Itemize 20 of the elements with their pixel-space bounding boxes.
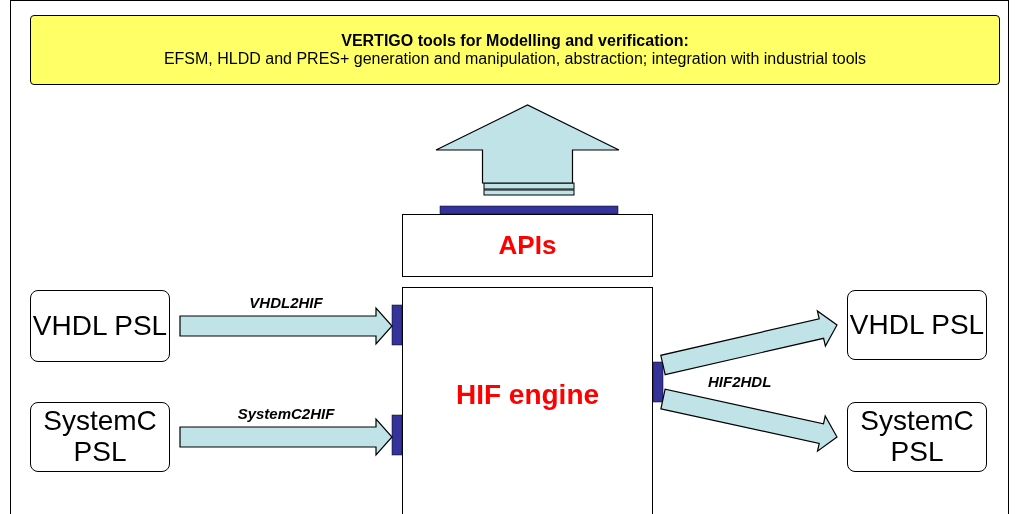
file-label: VHDL PSL xyxy=(32,310,168,342)
file-box xyxy=(847,402,987,472)
block-arrow xyxy=(660,309,838,376)
module-box xyxy=(402,287,653,514)
banner-heading: VERTIGO tools for Modelling and verification: xyxy=(341,32,689,50)
block-arrow xyxy=(660,388,838,453)
file-box xyxy=(847,290,987,360)
module-label: HIF engine xyxy=(455,380,600,411)
module-box xyxy=(402,214,653,277)
block-arrow xyxy=(179,306,393,346)
file-label: VHDL PSL xyxy=(849,309,985,341)
file-box xyxy=(30,402,170,472)
file-label: SystemC PSL xyxy=(42,406,158,468)
module-label: APIs xyxy=(498,231,557,260)
tool-banner-box xyxy=(30,15,1000,85)
banner-text: EFSM, HLDD and PRES+ generation and manipulation, abstraction; integration with industrial tools xyxy=(163,50,867,68)
file-box xyxy=(30,290,170,362)
file-label: SystemC PSL xyxy=(859,406,975,468)
block-arrow xyxy=(435,104,620,184)
block-arrow xyxy=(179,417,393,457)
